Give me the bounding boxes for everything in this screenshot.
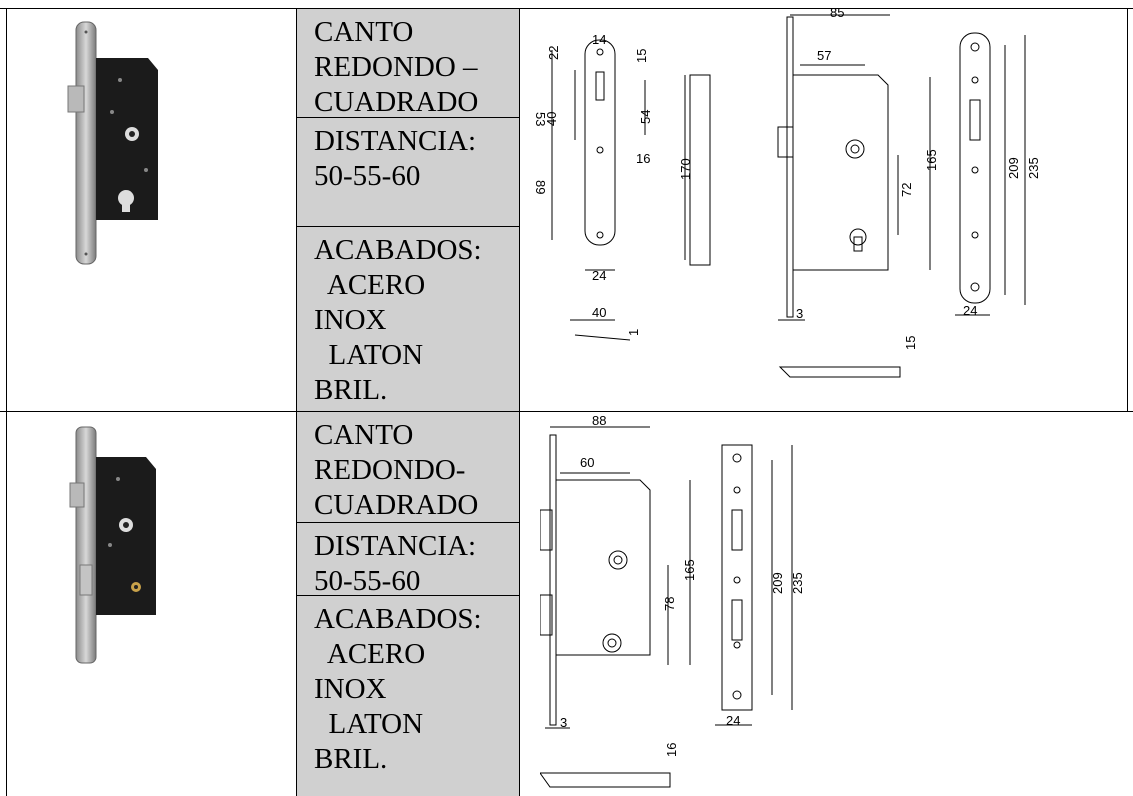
spec-text: CANTO REDONDO- CUADRADO [314, 419, 479, 521]
dim-85: 85 [830, 5, 844, 20]
dim-3: 3 [560, 715, 567, 730]
dim-40: 40 [544, 112, 559, 126]
lock-photo-2 [69, 426, 156, 664]
faceplate-drawing-1: 14 22 15 40 54 53 16 89 170 24 40 1 [533, 32, 711, 341]
spec-cell-finishes: ACABADOS: ACERO INOX LATON BRIL. [297, 227, 519, 411]
dim-22: 22 [546, 46, 561, 60]
spec-text: ACABADOS: ACERO INOX LATON BRIL. [314, 603, 482, 775]
dim-170: 170 [678, 158, 693, 180]
spec-cell-finishes: ACABADOS: ACERO INOX LATON BRIL. [297, 596, 519, 796]
table-top-border [0, 8, 1133, 9]
dim-24c: 24 [963, 303, 977, 318]
dim-1: 1 [626, 329, 641, 336]
spec-text: DISTANCIA: 50-55-60 [314, 125, 477, 192]
spec-text: ACABADOS: ACERO INOX LATON BRIL. [314, 234, 482, 406]
dim-57: 57 [817, 48, 831, 63]
spec-text: DISTANCIA: 50-55-60 [314, 530, 477, 597]
dim-165: 165 [924, 149, 939, 171]
dim-235: 235 [1026, 157, 1041, 179]
dim-15: 15 [634, 49, 649, 63]
spec-cell-edge-type: CANTO REDONDO – CUADRADO [297, 9, 519, 118]
dim-209: 209 [1006, 157, 1021, 179]
dim-165: 165 [682, 559, 697, 581]
right-border [1127, 8, 1128, 412]
left-border [6, 8, 7, 796]
dim-89: 89 [533, 180, 548, 194]
column-divider-2 [519, 8, 520, 796]
lock-photo-1 [67, 21, 158, 265]
dim-40b: 40 [592, 305, 606, 320]
spec-cell-edge-type: CANTO REDONDO- CUADRADO [297, 412, 519, 522]
dim-24: 24 [592, 268, 606, 283]
lock-body-drawing-1: 85 57 72 165 3 15 [777, 5, 939, 378]
strike-plate-drawing-2: 209 235 24 [715, 444, 805, 728]
dim-72: 72 [899, 183, 914, 197]
spec-cell-distance: DISTANCIA: 50-55-60 [297, 523, 519, 597]
dim-60: 60 [580, 455, 594, 470]
dim-3: 3 [796, 306, 803, 321]
strike-plate-drawing-1: 209 235 24 [955, 32, 1041, 318]
dim-16: 16 [636, 151, 650, 166]
spec-text: CANTO REDONDO – CUADRADO [314, 16, 479, 118]
dim-53: 53 [533, 112, 548, 126]
dim-15b: 15 [903, 336, 918, 350]
dim-24: 24 [726, 713, 740, 728]
dim-235: 235 [790, 572, 805, 594]
dim-16: 16 [664, 743, 679, 757]
row-divider [0, 411, 1133, 412]
dim-78: 78 [662, 597, 677, 611]
dim-209: 209 [770, 572, 785, 594]
lock-body-drawing-2: 88 60 78 165 3 16 [540, 415, 697, 788]
dim-54: 54 [638, 110, 653, 124]
dim-88: 88 [592, 415, 606, 428]
column-divider-1 [296, 8, 297, 796]
dim-14: 14 [592, 32, 606, 47]
spec-cell-distance: DISTANCIA: 50-55-60 [297, 118, 519, 226]
